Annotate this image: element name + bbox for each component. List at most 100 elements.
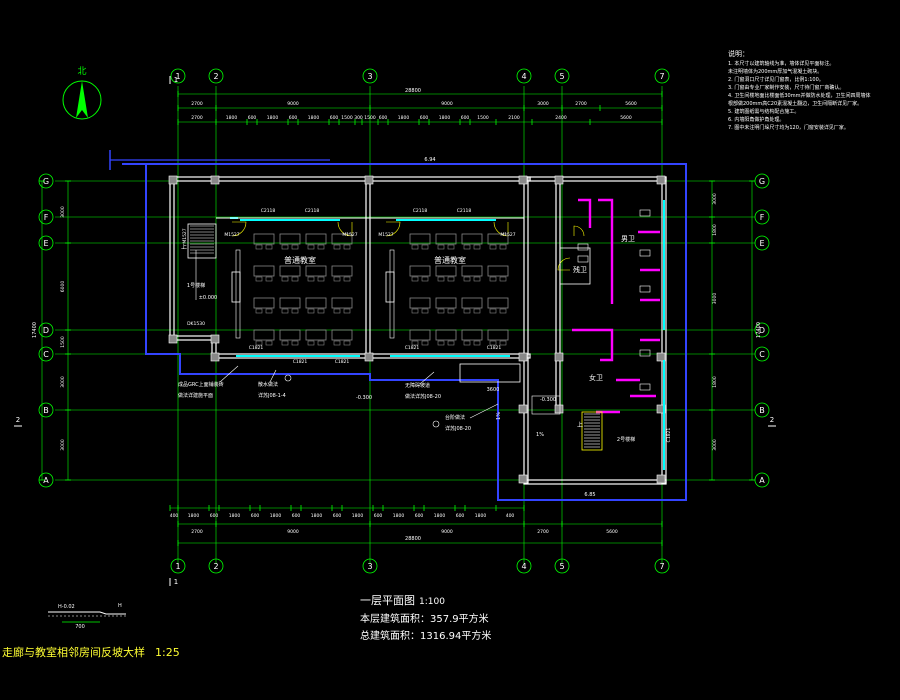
chair [255,276,263,282]
desk [461,329,483,341]
desk [435,265,457,277]
chair [291,340,299,346]
axis-label-row: A [759,476,765,485]
chair [437,340,445,346]
tag-c1821-d: C1821 [405,345,420,351]
tag-dim-3600: 3600 [487,387,500,393]
stair-2-outline [581,411,603,451]
chair [437,276,445,282]
janitor-room [559,247,591,285]
axis-bubble-col [654,68,670,84]
axis-bubble-row [754,209,770,225]
toilet-fixture [639,285,651,293]
chair [307,276,315,282]
dim-right-total: 17400 [756,322,762,338]
labels [219,365,499,428]
dim-bottom-row2-label: 2700 [191,529,203,535]
note-line-6: 根部做200mm高C20素混凝土翻边，卫生间隔断详见厂家。 [728,101,863,107]
chair [447,244,455,250]
dim-top-row2-label: 300 [354,115,363,121]
dim-top-row2-label: 600 [330,115,339,121]
desk [487,329,509,341]
tag-c2118-c: C2118 [413,208,428,214]
chair [333,308,341,314]
annotation-step: 台阶做法 [445,414,465,421]
dim-top-row2-label: 1800 [308,115,320,121]
desk [305,329,327,341]
chair [421,244,429,250]
column [518,474,528,484]
chair [499,276,507,282]
toilet-fixture [639,349,651,357]
chair [307,244,315,250]
column [210,175,220,185]
column [210,352,220,362]
door-swing-left-classroom [231,221,247,237]
column [518,352,528,362]
dim-top-row2-label: 600 [379,115,388,121]
axis-bubble-row [754,402,770,418]
column [656,474,666,484]
room-stair-1: 1号楼梯 [187,282,205,289]
desk [279,233,301,245]
tag-m1527-a: M1527 [224,232,239,238]
chair [437,244,445,250]
axis-label-col: 3 [367,562,372,571]
axis-bubble-row [38,402,54,418]
dim-right-label: 3000 [712,439,718,451]
axis-bubble-row [38,235,54,251]
dim-right-label: 3000 [712,193,718,205]
chair [343,340,351,346]
tag-up-b: 上 [577,421,583,429]
desk [435,233,457,245]
axis-label-col: 1 [175,562,180,571]
chair [473,244,481,250]
column [656,175,666,185]
axis-label-row: F [760,213,765,222]
tag-level-b: -0.300 [356,395,372,401]
chair [317,244,325,250]
dim-bottom-row1-label: 600 [210,513,219,519]
tag-c2118-a: C2118 [261,208,276,214]
chair [411,340,419,346]
desk [279,329,301,341]
partition-male-1 [598,198,614,304]
chair [333,244,341,250]
dim-left-label: 3000 [60,206,66,218]
dim-top-row2-label: 1500 [477,115,489,121]
chair [489,244,497,250]
axis-bubble-row [754,235,770,251]
general-notes: 说明： 1. 本尺寸以建筑轴线为准，墙体详见平面标注。 未注明墙体为200mm厚… [728,50,898,132]
dim-bottom-row1-label: 400 [506,513,515,519]
detail-scale: 1:25 [155,646,180,659]
partition-male-5 [578,198,592,228]
chair [411,276,419,282]
axis-label-row: C [759,350,765,359]
dim-top-row2-label: 600 [420,115,429,121]
room-janitor: 残卫 [573,265,587,274]
tag-c2118-b: C2118 [305,208,320,214]
detail-title: 走廊与教室相邻房间反坡大样 [2,646,145,659]
room-stair-2: 2号楼梯 [617,436,635,443]
walls [109,150,687,501]
chair [281,244,289,250]
chair [291,308,299,314]
leader-step [469,403,499,419]
axis-label-row: D [759,326,765,335]
room-classroom-right: 普通教室 [434,255,466,265]
axis-label-col: 4 [521,562,526,571]
door-swing-male [573,225,585,237]
axis-bubble-col [208,68,224,84]
chair [307,308,315,314]
desk [409,297,431,309]
dim-right-label: 1800 [712,376,718,388]
note-line-8: 6. 内墙阳角做护角处理。 [728,117,785,123]
entry-step [531,395,561,415]
roof-outline [122,163,687,501]
tag-c1821-f: C1821 [666,428,672,443]
chair [255,340,263,346]
axis-bubble-row [754,346,770,362]
axis-label-col: 4 [521,72,526,81]
dim-top-row2-label: 1500 [364,115,376,121]
